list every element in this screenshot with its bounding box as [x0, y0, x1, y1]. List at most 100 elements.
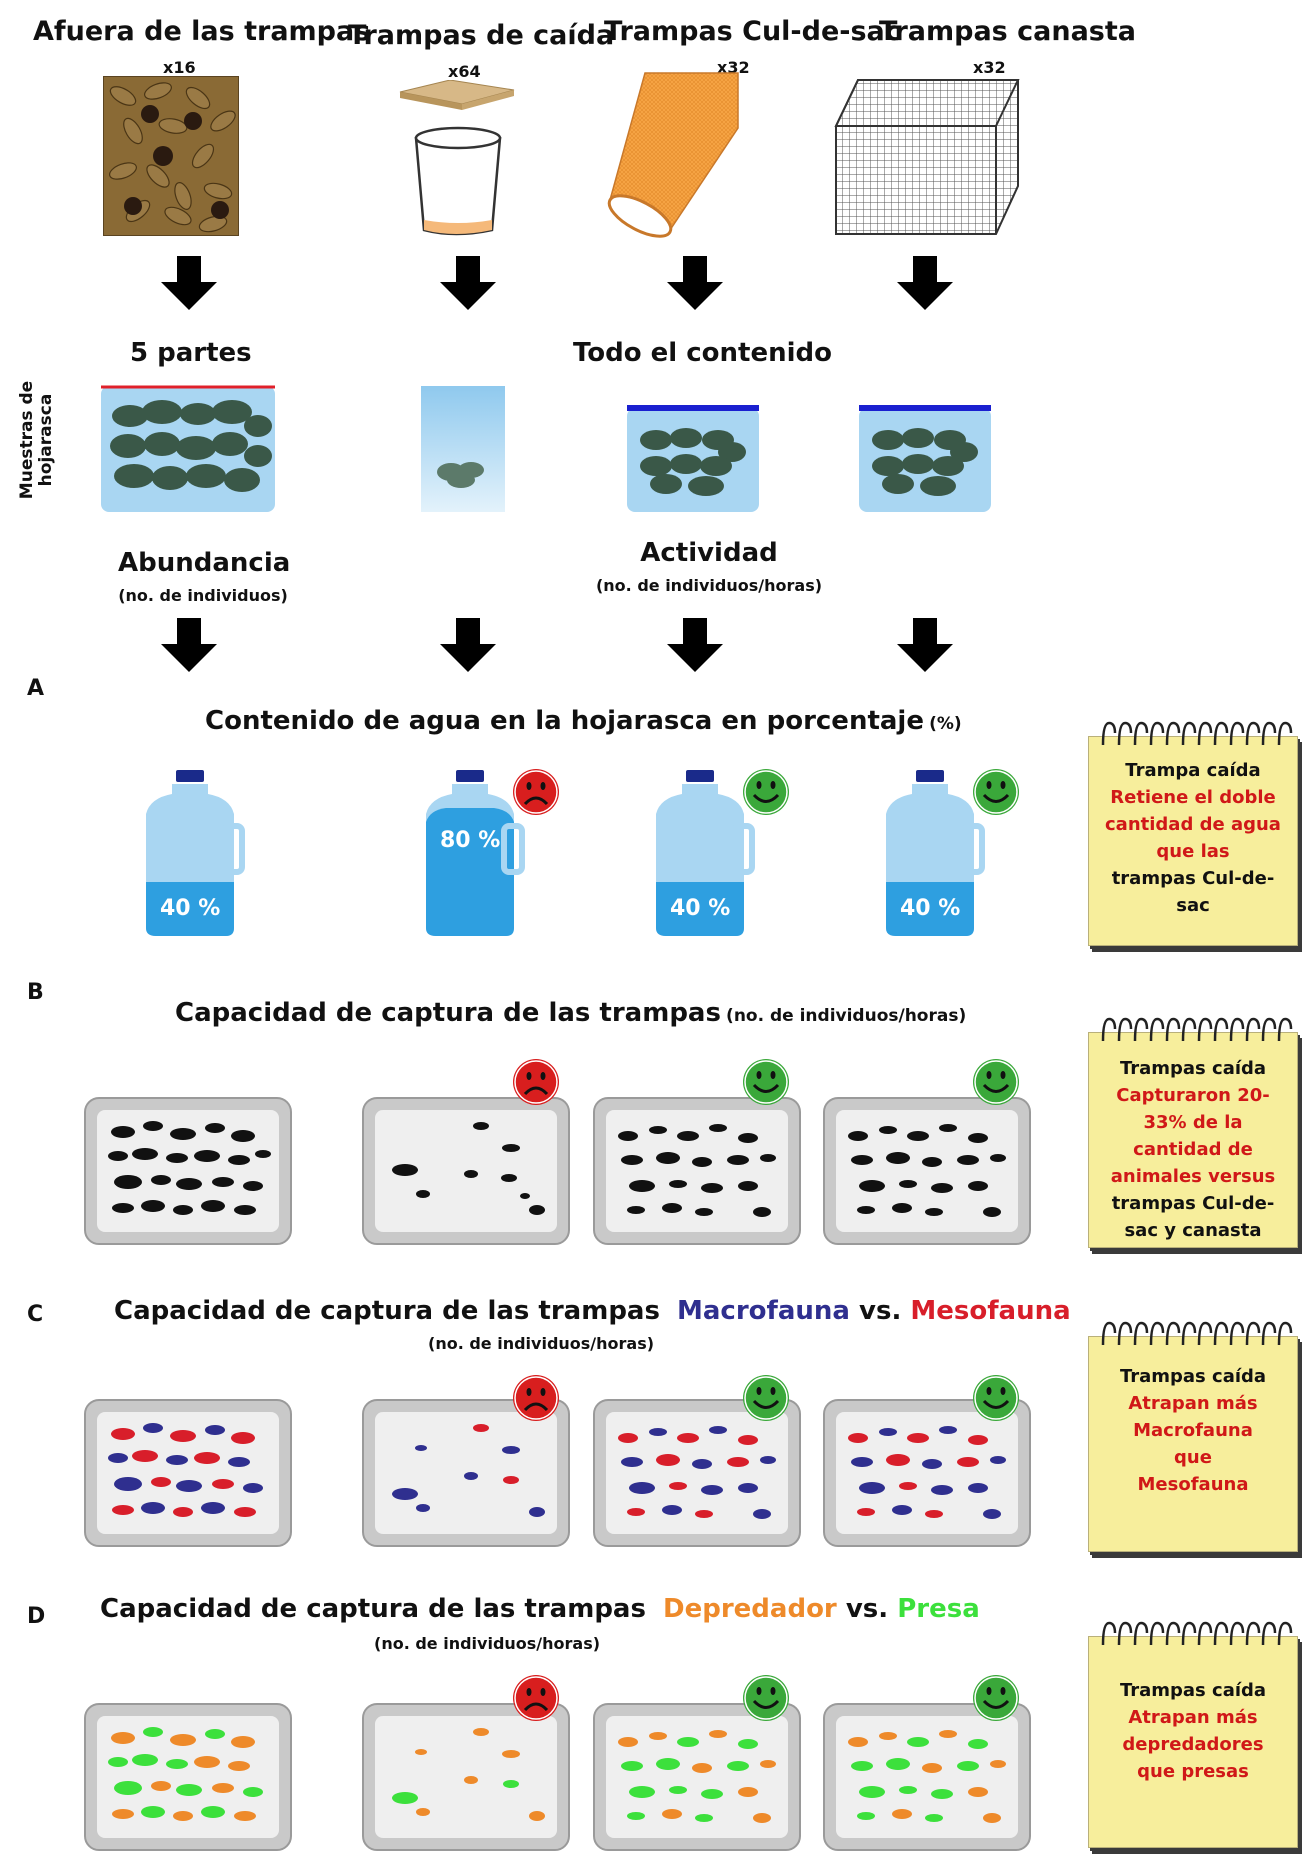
notebook-rings-icon — [1101, 721, 1293, 746]
notebook-rings-icon — [1101, 1321, 1293, 1346]
macro-meso-tray-outside — [84, 1399, 292, 1547]
predator-prey-tray-basket — [823, 1703, 1031, 1851]
label-five-parts: 5 partes — [130, 338, 252, 368]
section-d-term-prey: Presa — [897, 1594, 980, 1624]
section-c-label: C — [27, 1302, 44, 1327]
note-d-highlight: Atrapan más depredadores que presas — [1122, 1707, 1264, 1782]
down-arrow-icon — [897, 256, 953, 310]
predator-prey-tray-culdesac — [593, 1703, 801, 1851]
section-d-title: Capacidad de captura de las trampas Depr… — [100, 1594, 980, 1624]
happy-face-icon — [973, 1059, 1019, 1105]
section-c-term-macrofauna: Macrofauna — [677, 1296, 850, 1326]
column-title-basket: Trampas canasta — [879, 16, 1137, 47]
sample-bag-five-parts — [101, 385, 275, 512]
down-arrow-icon — [161, 618, 217, 672]
note-a-highlight: Retiene el doble cantidad de agua que la… — [1105, 787, 1281, 862]
basket-trap-image — [834, 79, 1020, 235]
down-arrow-icon — [440, 256, 496, 310]
sample-bag-culdesac — [627, 405, 759, 512]
capture-tray-outside — [84, 1097, 292, 1245]
column-title-pitfall: Trampas de caída — [348, 20, 615, 51]
section-d-label: D — [27, 1604, 46, 1629]
section-a-label: A — [27, 676, 45, 701]
note-b-line1: Trampas caída — [1119, 1058, 1267, 1079]
capture-tray-pitfall — [362, 1097, 570, 1245]
section-b-title-text: Capacidad de captura de las trampas — [175, 998, 721, 1028]
down-arrow-icon — [667, 618, 723, 672]
predator-prey-tray-pitfall — [362, 1703, 570, 1851]
bottle-2-label: 80 % — [440, 828, 501, 853]
happy-face-icon — [743, 1675, 789, 1721]
capture-tray-culdesac — [593, 1097, 801, 1245]
bottle-3-label: 40 % — [670, 896, 731, 921]
sad-face-icon — [513, 1375, 559, 1421]
note-d-line1: Trampas caída — [1119, 1680, 1267, 1701]
abundance-subtitle: (no. de individuos) — [118, 586, 288, 605]
down-arrow-icon — [440, 618, 496, 672]
culdesac-trap-image — [607, 72, 739, 238]
water-bottle-1 — [146, 770, 245, 936]
note-c-highlight: Atrapan más Macrofauna que Mesofauna — [1128, 1393, 1258, 1495]
multiplier-basket: x32 — [973, 58, 1006, 77]
note-section-a: Trampa caída Retiene el doble cantidad d… — [1088, 721, 1298, 946]
down-arrow-icon — [161, 256, 217, 310]
happy-face-icon — [743, 769, 789, 815]
water-bottle-4 — [886, 770, 985, 936]
note-a-line3: trampas Cul-de-sac — [1111, 868, 1275, 916]
section-d-subtitle: (no. de individuos/horas) — [374, 1634, 601, 1653]
abundance-title: Abundancia — [118, 548, 291, 578]
section-b-label: B — [27, 980, 44, 1005]
section-c-term-mesofauna: Mesofauna — [910, 1296, 1071, 1326]
note-c-line1: Trampas caída — [1119, 1366, 1267, 1387]
section-d-term-predator: Depredador — [663, 1594, 837, 1624]
note-section-c: Trampas caída Atrapan más Macrofauna que… — [1088, 1321, 1298, 1552]
leaf-litter-square-image — [103, 76, 239, 236]
happy-face-icon — [743, 1059, 789, 1105]
section-d-vs: vs. — [845, 1594, 889, 1624]
note-b-highlight: Capturaron 20-33% de la cantidad de anim… — [1110, 1085, 1276, 1187]
bottle-1-label: 40 % — [160, 896, 221, 921]
happy-face-icon — [973, 769, 1019, 815]
macro-meso-tray-pitfall — [362, 1399, 570, 1547]
pitfall-trap-image — [399, 80, 515, 236]
section-b-title: Capacidad de captura de las trampas (no.… — [175, 998, 966, 1028]
multiplier-pitfall: x64 — [448, 62, 481, 81]
macro-meso-tray-culdesac — [593, 1399, 801, 1547]
water-bottle-3 — [656, 770, 755, 936]
section-a-title-unit: (%) — [929, 714, 962, 734]
multiplier-outside: x16 — [163, 58, 196, 77]
note-section-d: Trampas caída Atrapan más depredadores q… — [1088, 1621, 1298, 1848]
column-title-outside: Afuera de las trampas — [33, 16, 371, 47]
macro-meso-tray-basket — [823, 1399, 1031, 1547]
down-arrow-icon — [667, 256, 723, 310]
happy-face-icon — [973, 1675, 1019, 1721]
sample-bag-basket — [859, 405, 991, 512]
happy-face-icon — [973, 1375, 1019, 1421]
activity-title: Actividad — [640, 538, 778, 568]
section-c-subtitle: (no. de individuos/horas) — [428, 1334, 655, 1353]
sad-face-icon — [513, 1675, 559, 1721]
section-b-title-unit: (no. de individuos/horas) — [726, 1006, 967, 1026]
capture-tray-basket — [823, 1097, 1031, 1245]
section-c-title: Capacidad de captura de las trampas Macr… — [114, 1296, 1071, 1326]
label-all-content: Todo el contenido — [573, 338, 833, 368]
section-c-title-text: Capacidad de captura de las trampas — [114, 1296, 660, 1326]
predator-prey-tray-outside — [84, 1703, 292, 1851]
happy-face-icon — [743, 1375, 789, 1421]
section-a-title: Contenido de agua en la hojarasca en por… — [205, 706, 962, 736]
sad-face-icon — [513, 769, 559, 815]
sad-face-icon — [513, 1059, 559, 1105]
bottle-4-label: 40 % — [900, 896, 961, 921]
notebook-rings-icon — [1101, 1621, 1293, 1646]
note-b-line3: trampas Cul-de-sac y canasta — [1111, 1193, 1275, 1241]
sample-bag-pitfall — [421, 386, 505, 512]
side-label-samples: Muestras de hojarasca — [17, 380, 56, 500]
down-arrow-icon — [897, 618, 953, 672]
activity-subtitle: (no. de individuos/horas) — [595, 576, 823, 595]
note-section-b: Trampas caída Capturaron 20-33% de la ca… — [1088, 1017, 1298, 1248]
section-a-title-text: Contenido de agua en la hojarasca en por… — [205, 706, 924, 736]
section-c-vs: vs. — [859, 1296, 902, 1326]
notebook-rings-icon — [1101, 1017, 1293, 1042]
water-bottle-2 — [426, 770, 525, 936]
section-d-title-text: Capacidad de captura de las trampas — [100, 1594, 646, 1624]
